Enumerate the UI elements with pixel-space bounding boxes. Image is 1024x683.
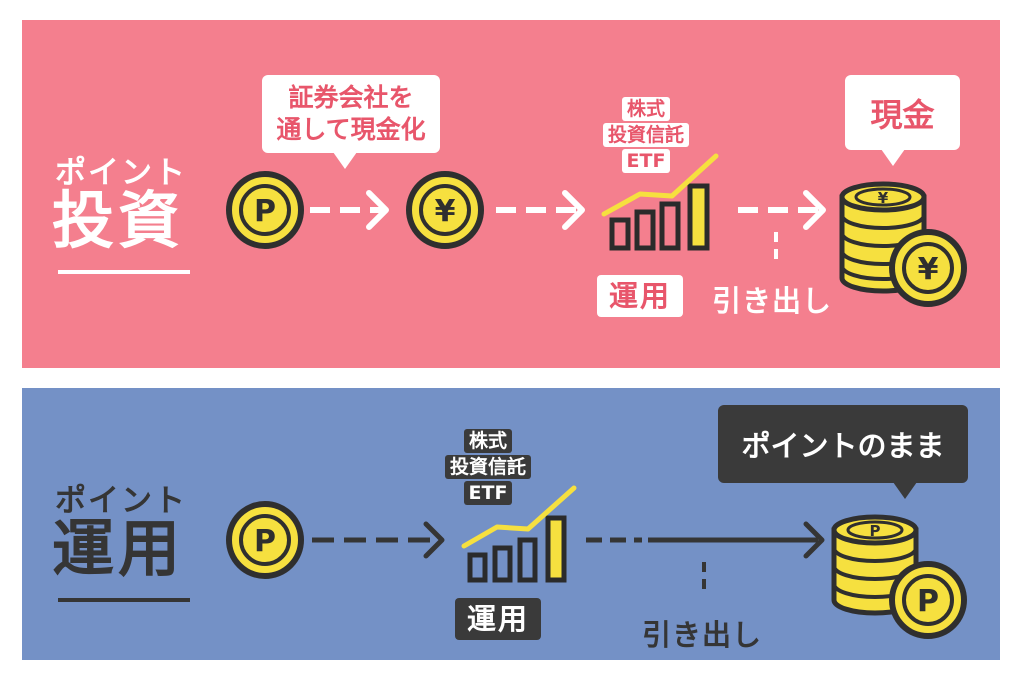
coin-symbol: ¥ (878, 189, 889, 207)
yen-coin-icon: ¥ (889, 229, 967, 307)
etf-label-line: 投資信託 (444, 455, 531, 479)
etf-label: 株式 投資信託 ETF (586, 96, 706, 174)
bubble-text: 現金 (870, 95, 935, 134)
etf-growth-chart-icon (461, 485, 577, 583)
bottom-title-underline (58, 598, 190, 602)
coin-symbol: ¥ (918, 252, 939, 287)
withdraw-label: 引き出し (712, 284, 833, 318)
yen-coin-icon: ¥ (406, 171, 484, 249)
dashed-arrow-icon (310, 190, 389, 230)
operate-label: 運用 (455, 598, 542, 640)
coin-symbol: ¥ (435, 194, 456, 229)
bottom-title-large: 運用 (52, 512, 185, 585)
top-title-small: ポイント (55, 155, 187, 191)
operate-label: 運用 (597, 275, 684, 317)
point-coin-icon: P (226, 501, 304, 579)
coin-symbol: P (870, 522, 881, 540)
etf-growth-chart-icon (601, 153, 719, 251)
coin-symbol: P (917, 584, 939, 619)
etf-label-line: 株式 (621, 97, 670, 121)
coin-symbol: P (254, 524, 276, 559)
dashed-arrow-icon (496, 190, 585, 230)
dashed-arrow-icon (312, 521, 445, 559)
bubble-line: 証券会社を (288, 83, 414, 112)
etf-label-line: ETF (463, 481, 513, 505)
dashed-arrow-icon (738, 190, 826, 230)
withdraw-label: 引き出し (642, 618, 763, 652)
top-title-large: 投資 (52, 184, 185, 257)
point-coin-icon: P (889, 561, 967, 639)
bottom-title-small: ポイント (55, 483, 187, 519)
bubble-line: 通して現金化 (276, 115, 426, 144)
etf-label-line: 投資信託 (602, 123, 689, 147)
etf-label-line: 株式 (463, 429, 512, 453)
etf-label-line: ETF (621, 149, 671, 173)
point-investment-panel (22, 20, 1000, 368)
yen-coin-stack-icon: ¥ (839, 181, 927, 294)
top-title-underline (58, 270, 190, 274)
coin-symbol: P (254, 194, 276, 229)
bubble-text: ポイントのまま (741, 429, 945, 463)
securities-cash-bubble: 証券会社を 通して現金化 (262, 75, 440, 169)
point-coin-icon: P (226, 171, 304, 249)
long-arrow-icon (586, 521, 825, 559)
etf-label: 株式 投資信託 ETF (428, 428, 548, 506)
cash-bubble: 現金 (845, 75, 960, 166)
keep-as-points-bubble: ポイントのまま (718, 405, 968, 499)
